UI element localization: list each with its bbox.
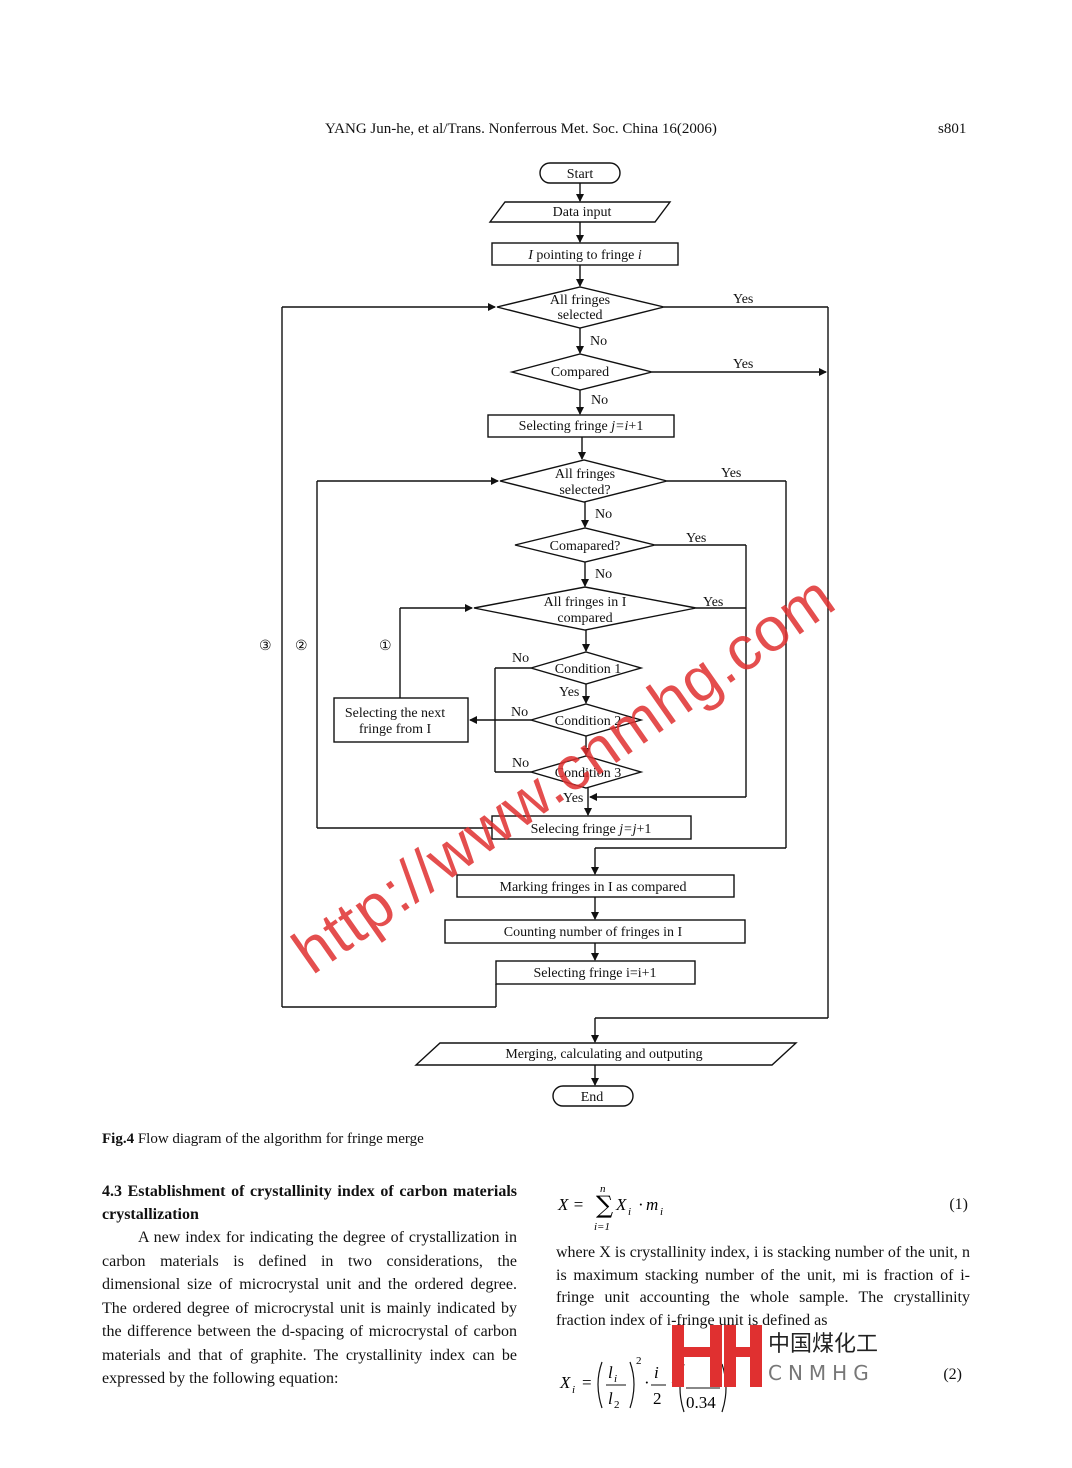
svg-text:i: i (654, 1363, 659, 1382)
no-label: No (595, 567, 612, 582)
condition-2-label: Condition 2 (555, 714, 622, 729)
svg-text:∑: ∑ (596, 1191, 613, 1219)
cnmhg-logo: 中国煤化工 CNMHG (672, 1325, 878, 1387)
svg-text:·: · (644, 1373, 650, 1392)
equation-1-number: (1) (949, 1196, 968, 1213)
svg-text:l: l (608, 1363, 613, 1382)
running-title: YANG Jun-he, et al/Trans. Nonferrous Met… (325, 121, 717, 137)
loop-label-2: ② (295, 639, 308, 654)
svg-text:n: n (600, 1183, 606, 1195)
selecting-j-label: Selecting fringe j=i+1 (519, 419, 644, 434)
yes-label: Yes (721, 466, 741, 481)
section-heading: 4.3 Establishment of crystallinity index… (102, 1183, 517, 1223)
no-label: No (512, 756, 529, 771)
figure-caption-text: Flow diagram of the algorithm for fringe… (134, 1131, 424, 1147)
right-column: X = n ∑ i=1 X i · m i (1) where X is cry… (556, 1180, 970, 1424)
equation-1-formula: X = n ∑ i=1 X i · m i (557, 1183, 663, 1233)
svg-text:i=1: i=1 (594, 1221, 610, 1233)
svg-text:2: 2 (636, 1355, 642, 1367)
svg-text:0.34: 0.34 (686, 1393, 716, 1412)
decision-condition-1 (528, 651, 644, 685)
svg-text:i: i (614, 1373, 617, 1385)
no-label: No (595, 507, 612, 522)
section-paragraph: A new index for indicating the degree of… (102, 1229, 517, 1387)
svg-text:X: X (559, 1373, 571, 1392)
variable-definitions: where X is crystallinity index, i is sta… (556, 1244, 970, 1329)
page-number: s801 (938, 121, 967, 137)
loop-label-3: ③ (259, 639, 272, 654)
yes-label: Yes (686, 531, 706, 546)
selecing-j-label: Selecing fringe j=j+1 (531, 822, 652, 837)
svg-text:i: i (628, 1206, 631, 1218)
yes-label: Yes (563, 791, 583, 806)
svg-text:=: = (582, 1373, 592, 1392)
merging-box (414, 1042, 798, 1066)
left-column: 4.3 Establishment of crystallinity index… (102, 1180, 517, 1391)
selecting-i-label: Selecting fringe i=i+1 (533, 966, 656, 981)
no-label: No (512, 651, 529, 666)
all-selected-2-line1: All fringes (555, 467, 615, 482)
equation-1: X = n ∑ i=1 X i · m i (1) (556, 1180, 970, 1238)
no-label: No (591, 393, 608, 408)
data-input-label: Data input (553, 205, 612, 220)
counting-label: Counting number of fringes in I (504, 925, 683, 940)
data-input-box (488, 201, 672, 223)
end-label: End (581, 1090, 604, 1105)
all-selected-2-line2: selected? (559, 483, 610, 498)
svg-text:X =: X = (557, 1195, 584, 1214)
next-fringe-line2: fringe from I (359, 722, 432, 737)
svg-text:l: l (608, 1389, 613, 1408)
svg-text:·: · (638, 1195, 644, 1214)
decision-condition-2 (528, 703, 644, 737)
condition-3-label: Condition 3 (555, 766, 622, 781)
marking-label: Marking fringes in I as compared (500, 880, 687, 895)
figure-caption: Fig.4 Flow diagram of the algorithm for … (102, 1131, 424, 1148)
svg-text:m: m (646, 1195, 658, 1214)
selecting-i-box (495, 960, 696, 985)
svg-text:2: 2 (614, 1399, 620, 1411)
yes-label: Yes (703, 595, 723, 610)
no-label: No (590, 334, 607, 349)
decision-condition-3 (528, 755, 644, 789)
comapared-2-label: Comapared? (550, 539, 621, 554)
next-fringe-line1: Selecting the next (345, 706, 445, 721)
equation-2-number: (2) (943, 1366, 962, 1383)
all-in-I-line1: All fringes in I (544, 595, 627, 610)
next-fringe-box (333, 697, 469, 743)
pointing-label: I pointing to fringe i (527, 248, 642, 263)
all-selected-1-line2: selected (557, 308, 602, 323)
logo-chinese: 中国煤化工 (768, 1332, 878, 1357)
no-label: No (511, 705, 528, 720)
logo-latin: CNMHG (768, 1361, 875, 1385)
yes-label: Yes (733, 292, 753, 307)
svg-text:2: 2 (653, 1389, 662, 1408)
selecting-j-box (487, 414, 675, 438)
yes-label: Yes (733, 357, 753, 372)
svg-text:X: X (615, 1195, 627, 1214)
all-selected-1-line1: All fringes (550, 293, 610, 308)
svg-text:i: i (572, 1384, 575, 1396)
all-in-I-line2: compared (557, 611, 612, 626)
figure-label: Fig.4 (102, 1131, 135, 1147)
svg-text:i: i (660, 1206, 663, 1218)
merging-label: Merging, calculating and outputing (505, 1047, 702, 1062)
pointing-box (491, 242, 679, 266)
compared-1-label: Compared (551, 365, 609, 380)
loop-label-1: ① (379, 639, 392, 654)
start-label: Start (567, 167, 594, 182)
end-terminal (552, 1085, 634, 1107)
yes-label: Yes (559, 685, 579, 700)
flow-diagram: Start Data input I pointing to fringe i … (259, 162, 829, 1107)
condition-1-label: Condition 1 (555, 662, 622, 677)
